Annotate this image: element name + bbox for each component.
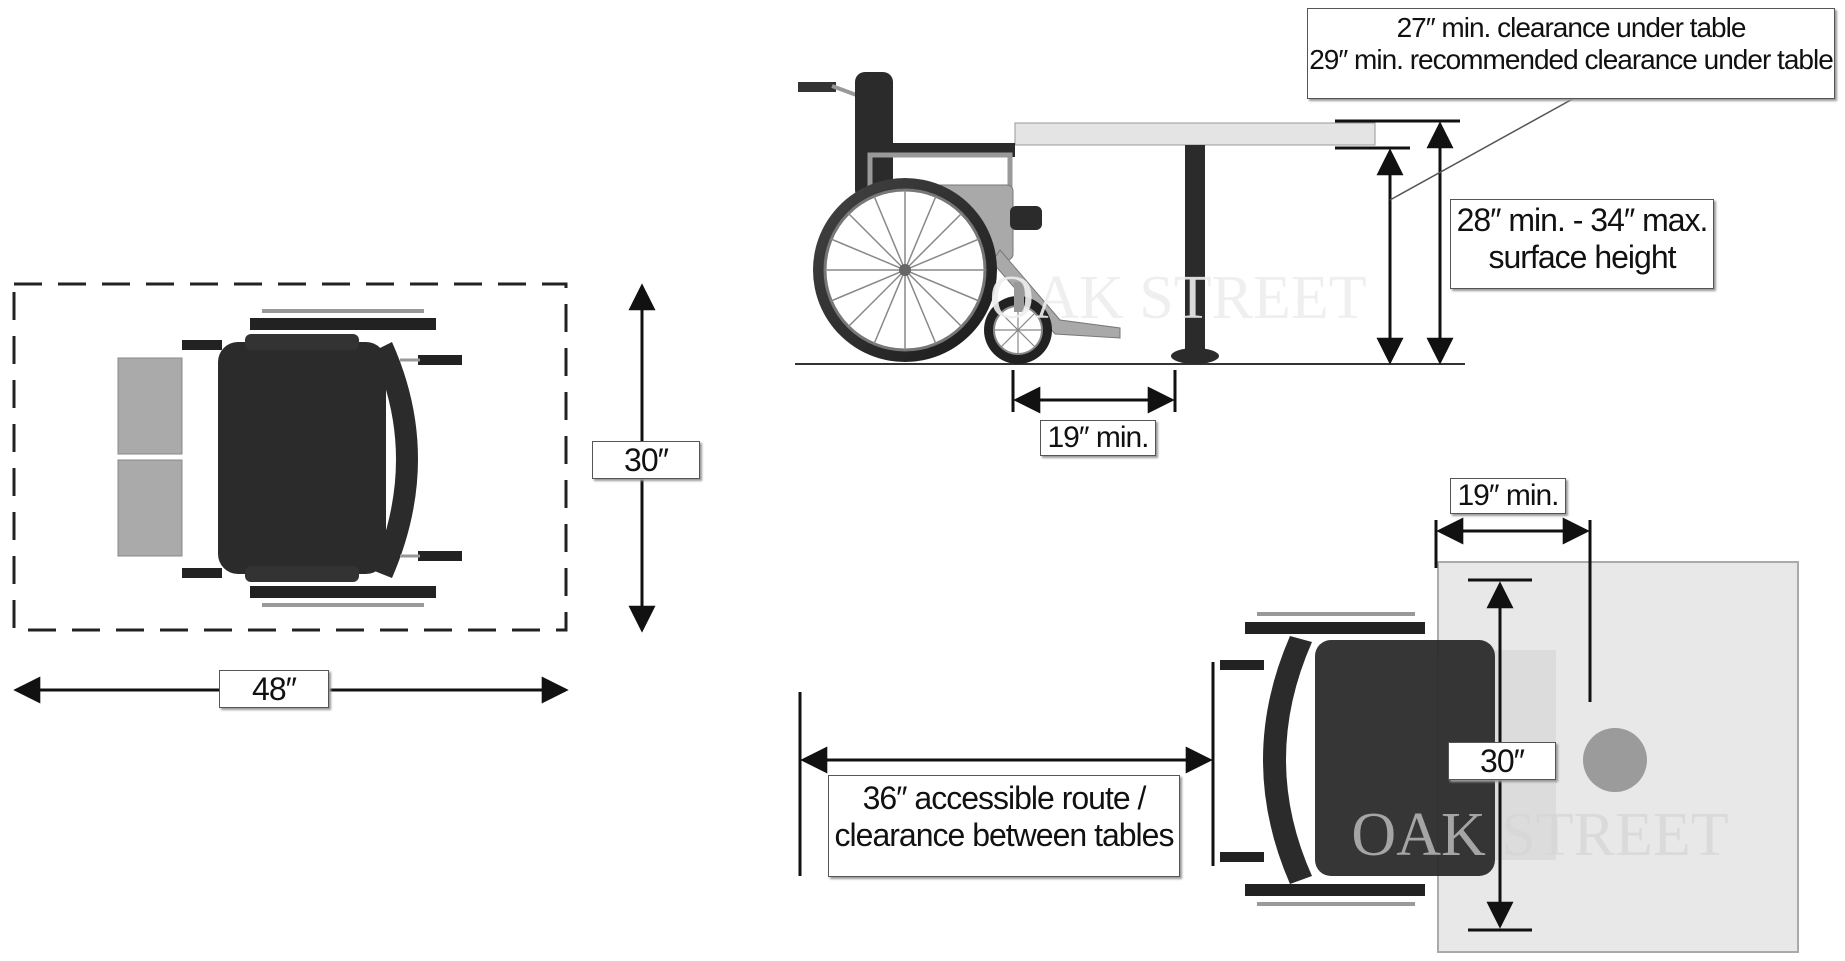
armrest-top (245, 334, 359, 350)
footrest-left (117, 357, 183, 455)
push-handle-bottom (418, 551, 462, 561)
seat-cushion-side (1010, 206, 1042, 230)
table-top-side (1014, 122, 1376, 146)
side-view (795, 72, 1579, 414)
watermark-plan: OAK STREET (1351, 801, 1728, 869)
caster-fork (1014, 282, 1024, 312)
handrim-top (262, 309, 424, 313)
plan-handrim-bottom (1257, 902, 1415, 906)
plan-push-handle-top (1220, 660, 1264, 670)
wheel-top (250, 318, 436, 330)
top-view-wheelchair-footprint (12, 282, 568, 632)
handle-side (798, 82, 836, 92)
backrest (372, 342, 418, 578)
table-base (1171, 348, 1219, 364)
surface-height-label: 28″ min. - 34″ max. surface height (1450, 199, 1714, 289)
caster-spokes (994, 306, 1042, 354)
armrest-bottom (245, 566, 359, 582)
push-handle-top (418, 355, 462, 365)
plan-view (798, 517, 1799, 953)
surface-line-2: surface height (1488, 238, 1676, 275)
plan-backrest (1263, 636, 1312, 884)
plan-depth-30-label: 30″ (1448, 742, 1556, 780)
table-pedestal (1185, 145, 1205, 350)
footrest-right (117, 459, 183, 557)
clearance-line-2: 29″ min. recommended clearance under tab… (1309, 44, 1834, 76)
surface-line-1: 28″ min. - 34″ max. (1456, 202, 1709, 238)
leg-frame-bottom (182, 568, 222, 578)
seat (218, 342, 386, 574)
wheel-bottom (250, 586, 436, 598)
clearance-leader-line (1389, 95, 1579, 201)
table-pedestal-plan (1583, 728, 1647, 792)
depth-30-label: 30″ (592, 441, 700, 479)
plan-seat (1315, 640, 1495, 876)
leg-frame-top (182, 340, 222, 350)
route-line-1: 36″ accessible route / (862, 780, 1147, 816)
plan-wheel-bottom (1245, 884, 1425, 896)
plan-wheel-top (1245, 622, 1425, 634)
clearance-under-table-label: 27″ min. clearance under table 29″ min. … (1307, 8, 1835, 99)
plan-push-handle-bottom (1220, 852, 1264, 862)
accessible-route-label: 36″ accessible route / clearance between… (828, 775, 1180, 877)
side-knee-clearance-label: 19″ min. (1040, 420, 1156, 456)
plan-knee-clearance-label: 19″ min. (1450, 478, 1566, 514)
clear-floor-space-outline (12, 282, 568, 632)
backrest-side (855, 72, 893, 200)
width-48-label: 48″ (219, 670, 329, 708)
rear-wheel-hub (899, 264, 911, 276)
clearance-line-1: 27″ min. clearance under table (1396, 12, 1747, 43)
plan-handrim-top (1257, 612, 1415, 616)
handrim-bottom (262, 603, 424, 607)
route-line-2: clearance between tables (834, 816, 1175, 853)
watermark-side: OAK STREET (989, 264, 1366, 332)
